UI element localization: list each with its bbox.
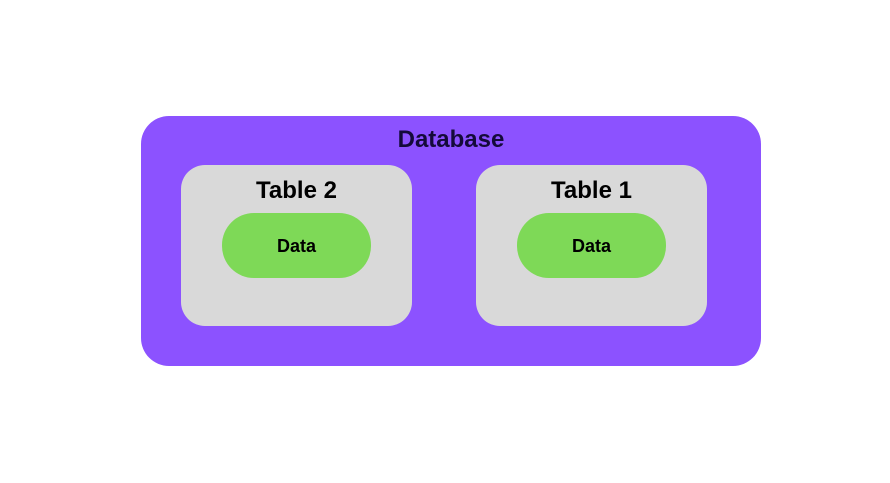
table-2-data-pill: Data xyxy=(222,213,371,278)
table-2-data-label: Data xyxy=(276,235,316,256)
table-2-title: Table 2 xyxy=(256,177,337,204)
database-container: Database Table 2 Data Table 1 Data xyxy=(141,116,761,366)
table-1-title: Table 1 xyxy=(551,177,632,204)
table-1-data-label: Data xyxy=(571,235,611,256)
table-1-data-pill: Data xyxy=(517,213,666,278)
table-1-box: Table 1 Data xyxy=(476,165,707,326)
database-title: Database xyxy=(397,126,505,153)
table-2-box: Table 2 Data xyxy=(181,165,412,326)
